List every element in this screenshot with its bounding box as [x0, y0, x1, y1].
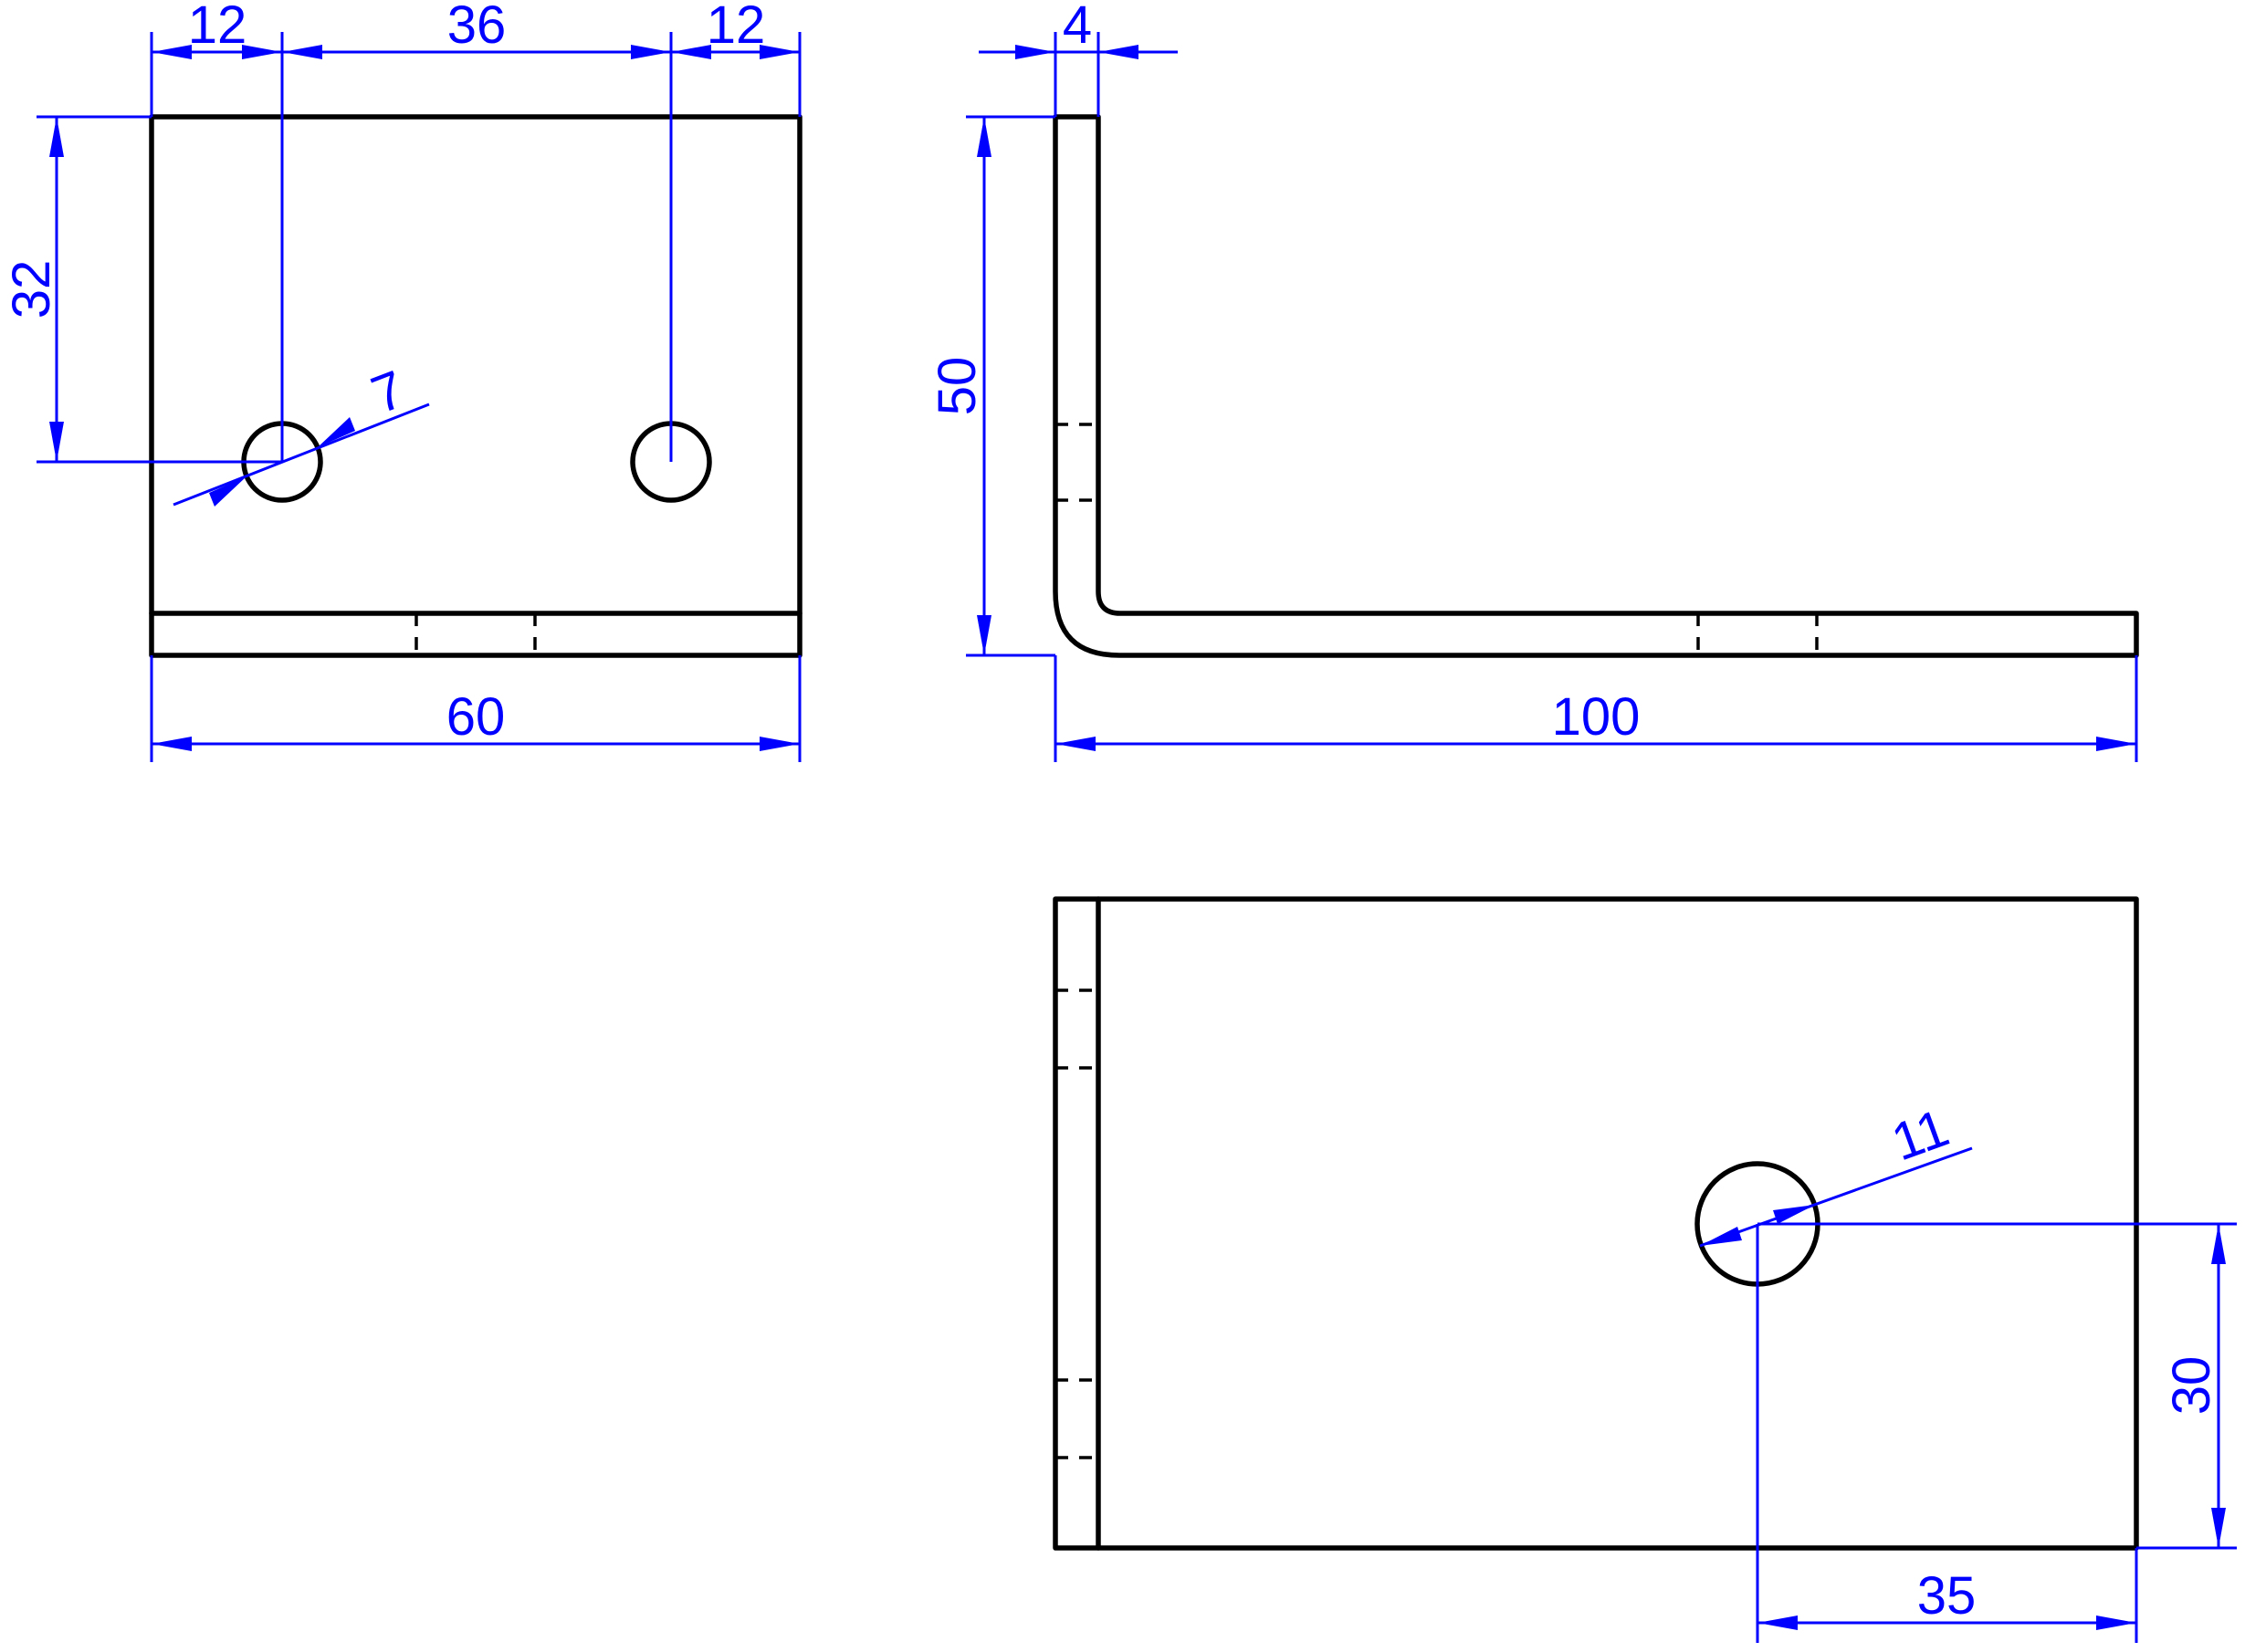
arrowhead [631, 45, 671, 59]
arrowhead [2211, 1224, 2226, 1264]
side-dim-thickness: 4 [979, 0, 1178, 117]
arrowhead [1015, 45, 1055, 59]
arrowhead [760, 45, 800, 59]
dimension-line [173, 403, 430, 507]
front-plate-outline [149, 114, 803, 658]
top-dim-hole-x-offset: 35 [1756, 1224, 2138, 1643]
arrowhead [209, 476, 247, 507]
dim-label-hole-y-offset: 30 [2162, 1356, 2221, 1416]
arrowhead [2211, 1508, 2226, 1548]
arrowhead [1700, 1227, 1742, 1246]
dim-label-hole-spacing: 36 [447, 0, 507, 55]
arrowhead [49, 422, 64, 462]
arrowhead [318, 417, 355, 447]
arrowhead [760, 737, 800, 751]
dim-label-hole-height: 32 [2, 260, 61, 319]
arrowhead [152, 737, 192, 751]
arrowhead [671, 45, 711, 59]
side-profile-outline [1053, 114, 2139, 658]
top-dim-hole-y-offset: 30 [1757, 1222, 2237, 1550]
arrowhead [242, 45, 282, 59]
arrowhead [977, 615, 991, 655]
dim-label-left-hole-offset: 12 [188, 0, 247, 55]
arrowhead [49, 117, 64, 157]
side-dim-height: 50 [928, 115, 1055, 657]
dim-label-thickness: 4 [1063, 0, 1092, 55]
front-dim-overall-width: 60 [150, 655, 802, 762]
dim-label-length: 100 [1552, 687, 1641, 747]
arrowhead [2096, 737, 2136, 751]
arrowhead [1757, 1615, 1798, 1630]
arrowhead [282, 45, 322, 59]
side-view: 4 50 100 [928, 0, 2139, 762]
dim-label-hole-x-offset: 35 [1917, 1566, 1977, 1626]
front-dim-hole-positions: 12 36 12 [150, 0, 802, 462]
dim-label-right-hole-offset: 12 [707, 0, 766, 55]
arrowhead [1773, 1205, 1815, 1224]
front-view: 12 36 12 32 7 60 [2, 0, 803, 762]
dimension-line [1699, 1146, 1973, 1248]
arrowhead [152, 45, 192, 59]
dim-label-top-hole-diameter: 11 [1884, 1098, 1957, 1173]
arrowhead [2096, 1615, 2136, 1630]
arrowhead [1098, 45, 1138, 59]
front-dim-hole-diameter: 7 [173, 360, 430, 507]
dim-label-height: 50 [928, 357, 987, 416]
front-dim-hole-height: 32 [2, 115, 282, 464]
arrowhead [977, 117, 991, 157]
arrowhead [1055, 737, 1096, 751]
side-dim-length: 100 [1054, 655, 2138, 762]
dim-label-hole-diameter: 7 [363, 360, 412, 425]
top-view: 11 30 35 [1053, 896, 2237, 1643]
dim-label-overall-width: 60 [446, 687, 506, 747]
